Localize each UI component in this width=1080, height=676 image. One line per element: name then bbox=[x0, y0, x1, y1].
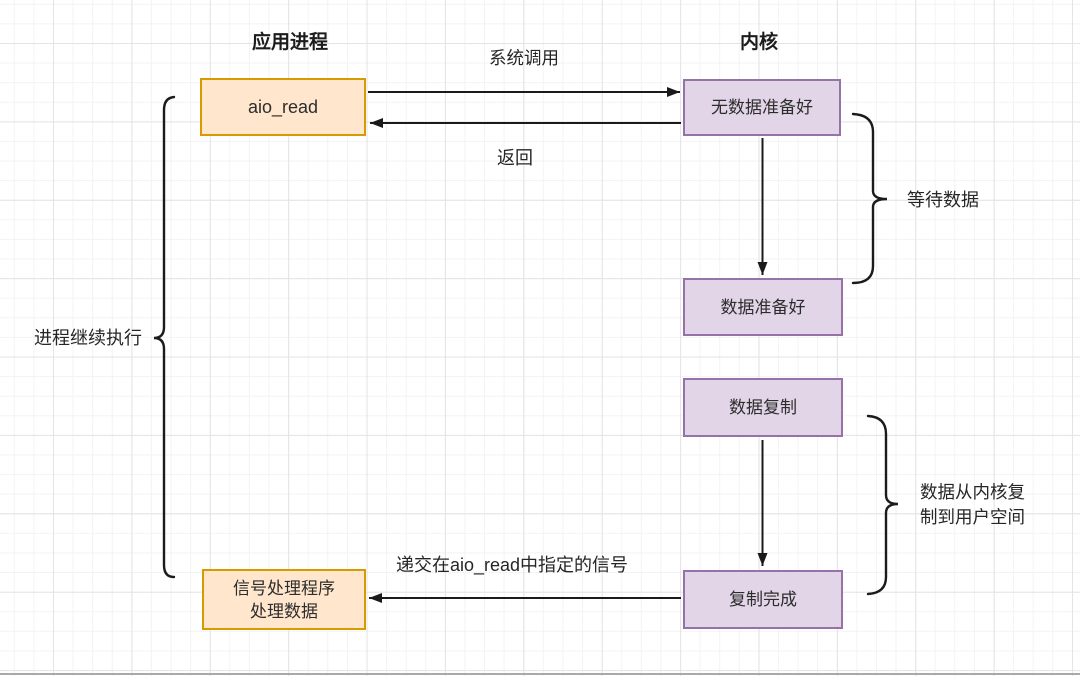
node-data-copy: 数据复制 bbox=[683, 378, 843, 437]
node-no-data-ready: 无数据准备好 bbox=[683, 79, 841, 136]
brace-kernel-to-user bbox=[866, 414, 899, 596]
label-deliver-signal: 递交在aio_read中指定的信号 bbox=[395, 555, 629, 575]
header-kernel: 内核 bbox=[739, 32, 779, 53]
label-kernel-to-user: 数据从内核复 制到用户空间 bbox=[920, 482, 1025, 527]
node-copy-done: 复制完成 bbox=[683, 570, 843, 629]
label-process-continues: 进程继续执行 bbox=[34, 328, 142, 348]
node-data-ready: 数据准备好 bbox=[683, 278, 843, 336]
header-application-process: 应用进程 bbox=[251, 32, 329, 53]
node-aio-read: aio_read bbox=[200, 78, 366, 136]
label-system-call: 系统调用 bbox=[489, 48, 559, 68]
label-wait-data: 等待数据 bbox=[907, 190, 979, 210]
canvas-bottom-edge bbox=[0, 673, 1080, 675]
label-return: 返回 bbox=[497, 148, 533, 168]
node-signal-handler: 信号处理程序 处理数据 bbox=[202, 569, 366, 630]
brace-wait-data bbox=[851, 112, 888, 285]
brace-process-continues bbox=[153, 95, 176, 579]
